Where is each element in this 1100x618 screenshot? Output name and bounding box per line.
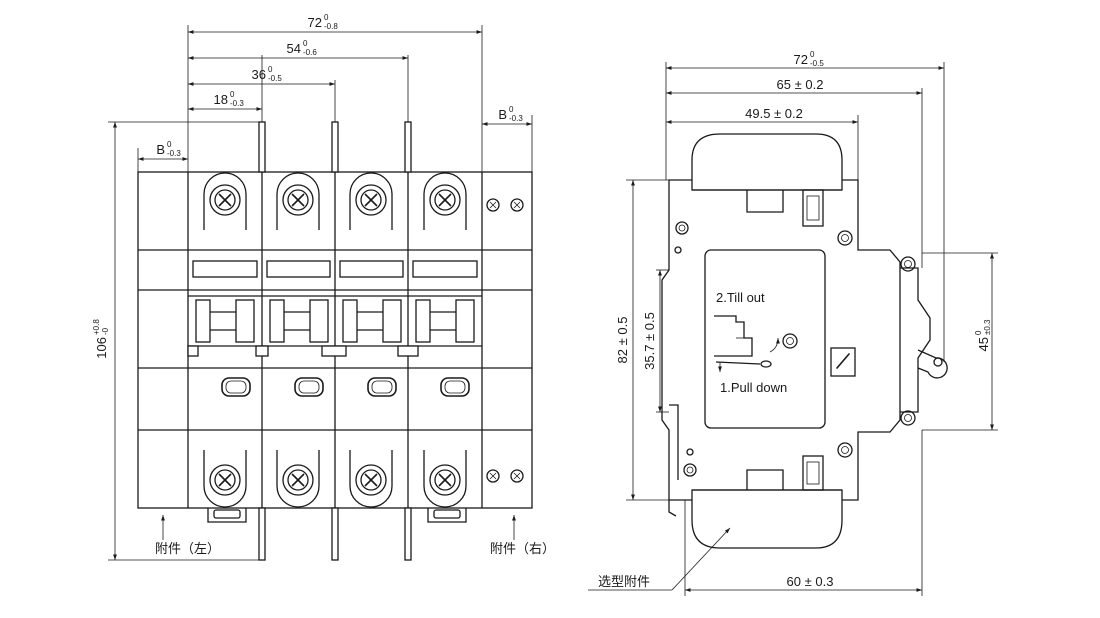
terminal-screw-icon — [203, 172, 247, 230]
dim-b-left: B — [156, 142, 165, 157]
handle-mechanism — [187, 295, 482, 357]
terminal-screw-icon — [349, 172, 393, 230]
oval-slots — [221, 377, 470, 397]
dim-54: 54 — [287, 41, 301, 56]
dim-72-side: 72 — [794, 52, 808, 67]
dim-54-tol-lower: -0.6 — [303, 48, 317, 57]
dim-36-tol-upper: 0 — [268, 65, 273, 74]
optional-accessory-label: 选型附件 — [598, 574, 650, 589]
dim-18-tol-lower: -0.3 — [230, 99, 244, 108]
dim-45-tol-lower: ±0.3 — [983, 319, 992, 335]
dim-72-front-tol-upper: 0 — [324, 13, 329, 22]
terminal-screw-icon — [276, 450, 320, 508]
side-view: 2.Till out 1.Pull down — [588, 50, 998, 596]
dim-60: 60 ± 0.3 — [787, 574, 834, 589]
accessory-right-label: 附件（右） — [490, 541, 555, 556]
front-view: 72 0 -0.8 54 0 -0.6 36 0 -0.5 18 0 -0.3 … — [92, 13, 555, 561]
step-2-till-out: 2.Till out — [716, 290, 765, 305]
auxiliary-screws — [486, 198, 524, 483]
dim-54-tol-upper: 0 — [303, 39, 308, 48]
step-1-pull-down: 1.Pull down — [720, 380, 787, 395]
dim-45-tol-upper: 0 — [974, 330, 983, 335]
bottom-terminal-screws — [203, 450, 467, 508]
dim-b-right-tol-lower: -0.3 — [509, 114, 523, 123]
terminal-screw-icon — [203, 450, 247, 508]
dim-72-side-tol-upper: 0 — [810, 50, 815, 59]
side-dimension-lines — [588, 62, 998, 596]
terminal-screw-icon — [276, 172, 320, 230]
dim-72-side-tol-lower: -0.5 — [810, 59, 824, 68]
dim-72-front: 72 — [308, 15, 322, 30]
dim-b-left-tol-lower: -0.3 — [167, 149, 181, 158]
terminal-screw-icon — [423, 172, 467, 230]
dim-18-tol-upper: 0 — [230, 90, 235, 99]
dim-106: 106 — [94, 337, 109, 359]
dim-65: 65 ± 0.2 — [777, 77, 824, 92]
pull-down-tilt-out-icon — [714, 315, 798, 372]
dim-49-5: 49.5 ± 0.2 — [745, 106, 803, 121]
top-terminal-screws — [203, 172, 467, 230]
side-body-outline — [661, 179, 901, 501]
instruction-panel — [704, 249, 826, 429]
din-clips — [207, 508, 467, 523]
dim-b-left-tol-upper: 0 — [167, 140, 172, 149]
dim-18: 18 — [214, 92, 228, 107]
dim-72-front-tol-lower: -0.8 — [324, 22, 338, 31]
dim-b-right-tol-upper: 0 — [509, 105, 514, 114]
top-terminal-pins — [258, 121, 412, 173]
dim-b-right: B — [498, 107, 507, 122]
indicator-windows — [192, 260, 478, 278]
handle-slot — [830, 347, 856, 377]
bottom-terminal-pins — [258, 507, 412, 561]
dim-45: 45 — [976, 337, 991, 351]
front-dimension-lines — [108, 25, 533, 561]
accessory-left-label: 附件（左） — [155, 541, 220, 556]
dim-82: 82 ± 0.5 — [615, 317, 630, 364]
dim-106-tol-upper: +0.8 — [92, 319, 101, 335]
dim-36-tol-lower: -0.5 — [268, 74, 282, 83]
bottom-accessory-cap — [691, 489, 843, 549]
top-cap — [691, 133, 843, 191]
dim-106-tol-lower: -0 — [101, 327, 110, 335]
dim-35-7: 35.7 ± 0.5 — [642, 312, 657, 370]
terminal-screw-icon — [349, 450, 393, 508]
dim-36: 36 — [252, 67, 266, 82]
terminal-screw-icon — [423, 450, 467, 508]
